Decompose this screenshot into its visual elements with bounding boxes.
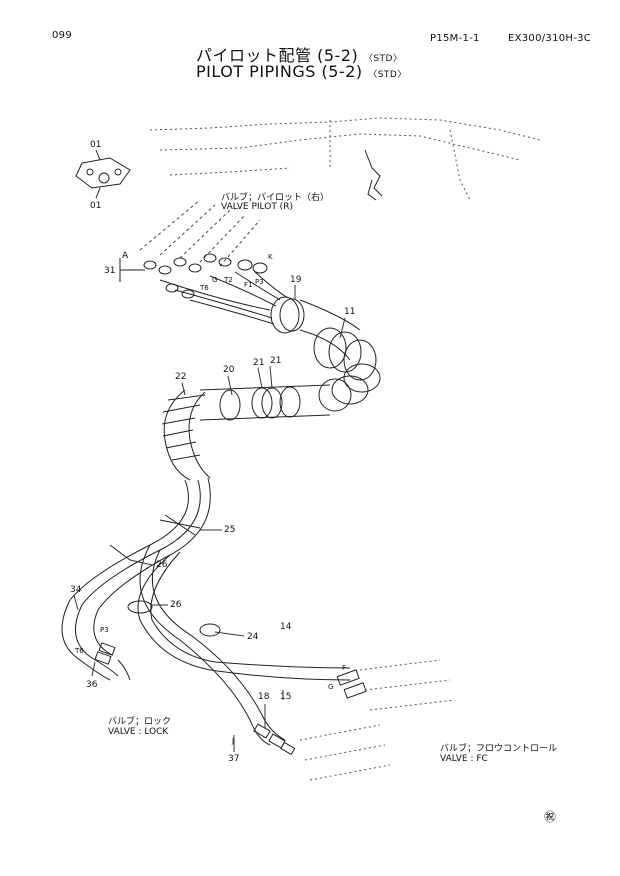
port-J: J <box>232 737 235 745</box>
clamp-part-25 <box>159 514 201 536</box>
title-en-text: PILOT PIPINGS (5-2) <box>196 62 363 81</box>
callout-14: 14 <box>280 622 292 632</box>
port-F1: F1 <box>244 281 253 289</box>
callout-01-bottom: 01 <box>90 201 102 211</box>
valve-pilot-r-label-en: VALVE PILOT (R) <box>221 202 293 212</box>
hose-bundle-upper <box>159 271 289 325</box>
port-F: F <box>342 664 347 672</box>
callout-34: 34 <box>70 585 82 595</box>
title-jp-text: パイロット配管 (5-2) <box>196 46 359 65</box>
port-K: K <box>268 253 273 261</box>
sleeve-part-20-21 <box>199 384 331 421</box>
callout-36: 36 <box>86 680 98 690</box>
callout-15: 15 <box>280 692 292 702</box>
port-G-upper: G <box>212 276 218 284</box>
clamp-part-26a <box>109 544 131 561</box>
callout-22: 22 <box>175 372 187 382</box>
callout-19: 19 <box>290 275 302 285</box>
callout-11: 11 <box>344 307 356 317</box>
title-jp-tag: 〈STD〉 <box>363 54 403 64</box>
clamp-part-19 <box>270 296 305 334</box>
callout-37: 37 <box>228 754 240 764</box>
port-T6-lower: T6 <box>75 647 84 655</box>
port-G-lower: G <box>328 683 334 691</box>
leader-lines <box>73 285 346 752</box>
gasket-part-01 <box>75 157 131 189</box>
clamp-part-26b <box>127 600 153 614</box>
title-japanese: パイロット配管 (5-2) 〈STD〉 <box>196 42 402 66</box>
valve-pilot-r-body <box>364 149 383 201</box>
fittings-part-18 <box>253 723 296 756</box>
valve-lock-label-en: VALVE : LOCK <box>108 727 169 737</box>
callout-26a: 26 <box>156 560 168 570</box>
valve-fc-body <box>299 659 456 781</box>
reference-code: P15M-1-1 <box>430 33 480 44</box>
fittings-row-31 <box>143 253 268 299</box>
hoses-main-run <box>61 477 351 746</box>
callout-01-top: 01 <box>90 140 102 150</box>
page-number: 099 <box>52 30 72 41</box>
callout-A: A <box>122 251 129 261</box>
callout-20: 20 <box>223 365 235 375</box>
title-en-tag: 〈STD〉 <box>368 70 407 80</box>
footer-circle-mark: ㊗ <box>544 810 557 824</box>
title-english: PILOT PIPINGS (5-2) 〈STD〉 <box>196 62 407 81</box>
callout-21b: 21 <box>270 356 282 366</box>
fittings-lock-valve <box>94 642 131 681</box>
valve-fc-label-en: VALVE : FC <box>440 754 488 764</box>
spiral-guard-part-22 <box>161 389 211 481</box>
callout-21a: 21 <box>253 358 265 368</box>
valve-fc-label-jp: バルブ；フロウコントロール <box>440 744 558 754</box>
sleeve-part-11 <box>299 299 381 412</box>
valve-lock-label-jp: バルブ；ロック <box>108 717 172 727</box>
port-P3-lower: P3 <box>100 626 109 634</box>
fittings-fc-valve <box>336 669 367 699</box>
port-T2: T2 <box>224 276 233 284</box>
machine-outline-top <box>149 117 541 201</box>
port-P3-upper: P3 <box>255 278 264 286</box>
callout-24: 24 <box>247 632 259 642</box>
port-T6-upper: T6 <box>200 284 209 292</box>
clamp-part-24 <box>199 623 221 637</box>
callout-25: 25 <box>224 525 236 535</box>
model-code: EX300/310H-3C <box>508 33 592 44</box>
callout-26b: 26 <box>170 600 182 610</box>
callout-18: 18 <box>258 692 270 702</box>
callout-31: 31 <box>104 266 116 276</box>
valve-pilot-r-label-jp: バルブ；パイロット（右） <box>221 193 330 203</box>
